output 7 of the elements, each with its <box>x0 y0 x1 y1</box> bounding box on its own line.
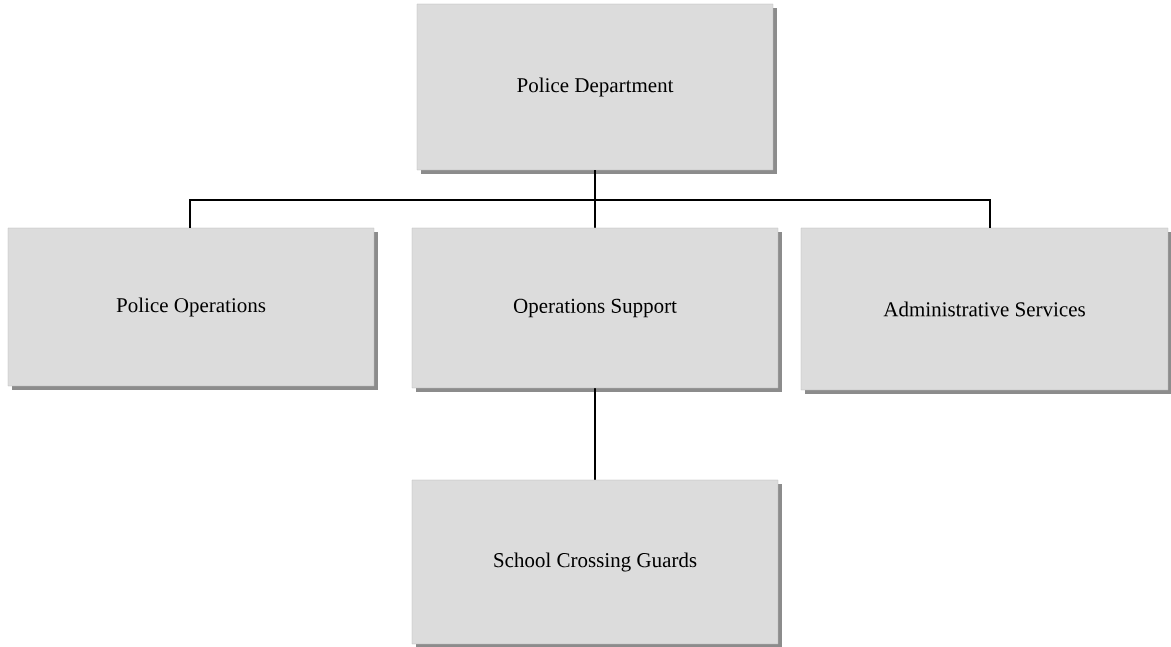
org-box: Police Operations <box>7 227 378 390</box>
org-box: Administrative Services <box>800 227 1171 394</box>
org-box: Operations Support <box>411 227 782 392</box>
org-box: School Crossing Guards <box>411 479 782 647</box>
org-box: Police Department <box>416 3 777 174</box>
connector-line <box>594 169 991 229</box>
connector-line <box>594 387 596 481</box>
